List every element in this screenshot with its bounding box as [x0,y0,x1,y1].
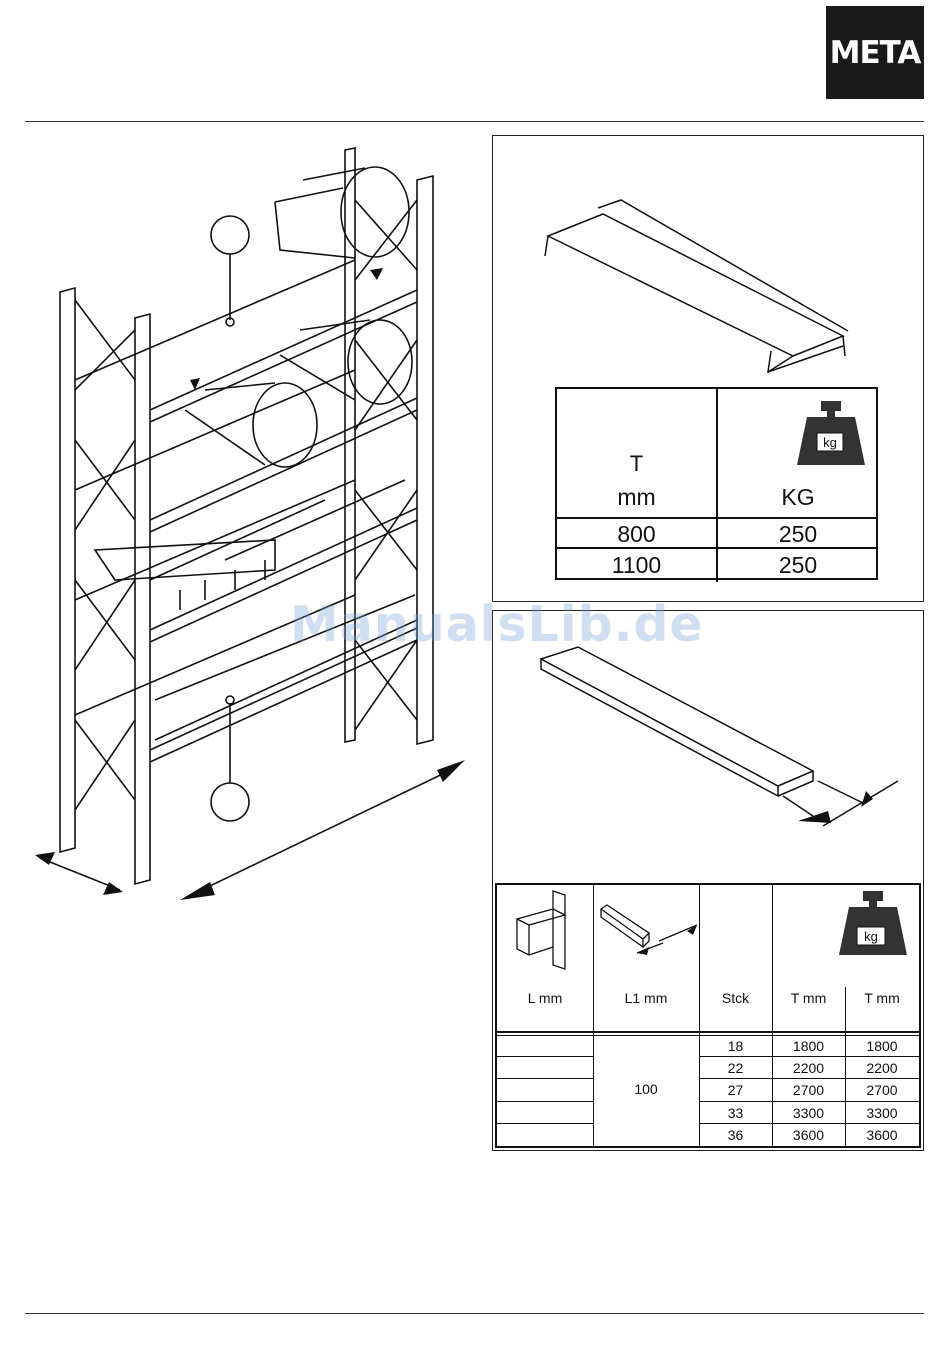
row-4-stck: 33 [699,1105,772,1121]
row-2-t1: 2200 [772,1060,845,1076]
row-3-t2: 2700 [845,1082,919,1098]
header-stck: Stck [699,990,772,1006]
load-table-mm-label: mm [557,484,716,511]
weight-icon-label: kg [864,929,878,944]
rack-illustration [25,140,475,920]
row-2-stck: 22 [699,1060,772,1076]
load-row-1-t: 800 [557,521,716,548]
header-l-mm: L mm [497,990,593,1006]
row-1-t2: 1800 [845,1038,919,1054]
header-l1-mm: L1 mm [593,990,699,1006]
row-3-stck: 27 [699,1082,772,1098]
l1-value: 100 [593,1081,699,1097]
support-bar-illustration [493,136,923,376]
row-3-t1: 2700 [772,1082,845,1098]
load-table: T mm KG kg 800 250 1100 250 [555,387,878,580]
load-row-2-t: 1100 [557,552,716,579]
upright-profile-icon [513,889,583,974]
beam-section-icon [597,903,697,973]
header-rule [25,121,924,122]
row-2-t2: 2200 [845,1060,919,1076]
weight-icon: kg [793,397,869,469]
load-table-t-label: T [557,451,716,477]
load-table-header: T mm KG kg [557,389,876,519]
load-row-2-kg: 250 [718,552,878,579]
row-4-t1: 3300 [772,1105,845,1121]
meta-logo: META [826,6,924,99]
weight-icon-label: kg [823,435,837,450]
row-5-t1: 3600 [772,1127,845,1143]
row-4-t2: 3300 [845,1105,919,1121]
load-table-kg-label: KG [718,484,878,511]
row-1-t1: 1800 [772,1038,845,1054]
footer-rule [25,1313,924,1314]
row-5-stck: 36 [699,1127,772,1143]
weight-icon: kg [835,887,911,959]
load-row-1-kg: 250 [718,521,878,548]
header-t-mm-2: T mm [845,990,919,1006]
row-1-stck: 18 [699,1038,772,1054]
beam-table: kg L mm L1 mm Stck T mm T mm 100 18 1800… [495,883,921,1148]
watermark: ManualsLib.de [290,596,704,653]
row-5-t2: 3600 [845,1127,919,1143]
header-t-mm-1: T mm [772,990,845,1006]
